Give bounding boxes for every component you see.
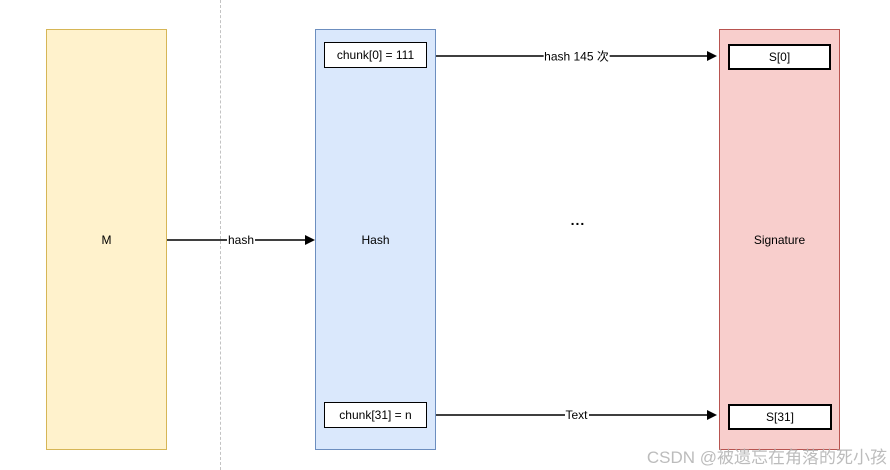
arrow-right-icon — [707, 50, 717, 61]
csdn-watermark: CSDN @被遗忘在角落的死小孩 — [646, 448, 887, 467]
boundary-dashed-line — [220, 0, 221, 470]
arrow-chunk0-to-s0-label: hash 145 次 — [543, 47, 610, 65]
s0-box: S[0] — [728, 44, 831, 70]
arrow-chunk31-to-s31-label: Text — [564, 408, 589, 422]
ellipsis-text: ... — [570, 212, 586, 228]
hash-box: Hash — [315, 29, 436, 450]
chunk0-box: chunk[0] = 111 — [324, 42, 427, 68]
message-box-label: M — [101, 232, 112, 247]
chunk31-label: chunk[31] = n — [339, 408, 412, 422]
s31-box: S[31] — [728, 404, 832, 430]
s31-label: S[31] — [765, 410, 795, 424]
hash-box-label: Hash — [361, 232, 390, 247]
chunk31-box: chunk[31] = n — [324, 402, 427, 428]
signature-box: Signature — [719, 29, 840, 450]
arrow-right-icon — [707, 409, 717, 420]
arrow-right-icon — [305, 234, 315, 245]
chunk0-label: chunk[0] = 111 — [336, 48, 415, 62]
signature-box-label: Signature — [753, 232, 806, 247]
s0-label: S[0] — [768, 50, 791, 64]
message-box: M — [46, 29, 167, 450]
arrow-m-to-hash-label: hash — [226, 233, 256, 247]
